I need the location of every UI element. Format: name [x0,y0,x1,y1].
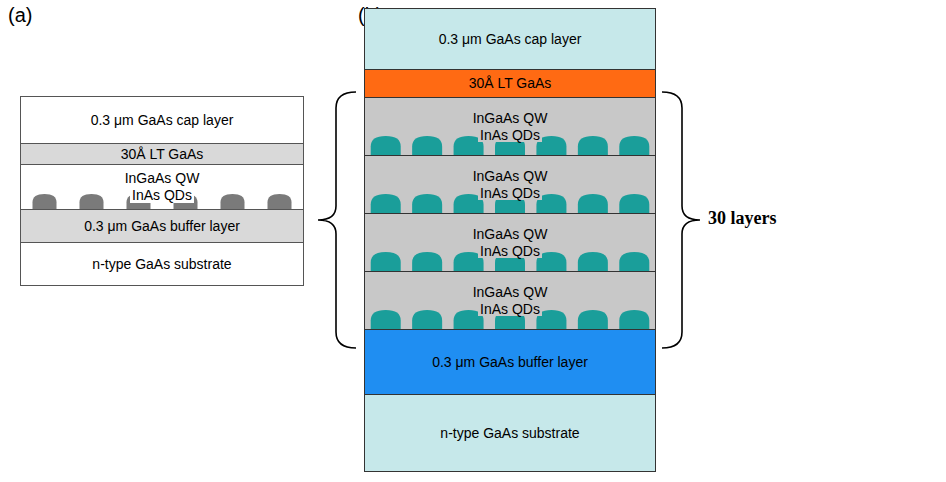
dots-label: InAs QDs [130,188,194,203]
repeat-count: 30 layers [708,208,776,229]
lt-gaas-layer: 30Å LT GaAs [364,69,656,98]
quantum-dots [365,98,655,155]
well-label: InGaAs QW [471,169,550,184]
well-label: InGaAs QW [123,171,202,186]
cap-layer: 0.3 μm GaAs cap layer [364,8,656,70]
quantum-well-layer: InGaAs QW InAs QDs [364,271,656,330]
quantum-well-layer: InGaAs QW InAs QDs [364,213,656,272]
layer-label: 30Å LT GaAs [121,147,204,162]
layer-label: 0.3 μm GaAs buffer layer [432,355,588,370]
quantum-dots [365,156,655,213]
well-label: InGaAs QW [471,111,550,126]
quantum-dot [619,310,649,329]
buffer-layer: 0.3 μm GaAs buffer layer [364,329,656,395]
dots-label: InAs QDs [478,186,542,201]
layer-label: n-type GaAs substrate [440,426,579,441]
quantum-well-layer: InGaAs QW InAs QDs [20,164,304,210]
panel-label: (a) [8,4,32,27]
quantum-dot [221,194,245,209]
layer-label: n-type GaAs substrate [92,257,231,272]
substrate-layer: n-type GaAs substrate [364,394,656,472]
quantum-dot [578,136,608,155]
quantum-dot [412,252,442,271]
quantum-dot [578,252,608,271]
quantum-dot [371,310,401,329]
substrate-layer: n-type GaAs substrate [20,242,304,286]
dots-label: InAs QDs [478,244,542,259]
quantum-dot [33,194,57,209]
right-brace [662,92,700,348]
layer-label: 0.3 μm GaAs cap layer [91,113,234,128]
well-label: InGaAs QW [471,285,550,300]
quantum-dot [80,194,104,209]
quantum-well-layer: InGaAs QW InAs QDs [364,155,656,214]
quantum-dot [412,310,442,329]
layer-label: 0.3 μm GaAs buffer layer [84,219,240,234]
quantum-dot [371,194,401,213]
well-label: InGaAs QW [471,227,550,242]
quantum-dot [371,252,401,271]
dots-label: InAs QDs [478,302,542,317]
cap-layer: 0.3 μm GaAs cap layer [20,96,304,144]
quantum-dot [578,310,608,329]
quantum-dot [619,194,649,213]
lt-gaas-layer: 30Å LT GaAs [20,143,304,165]
quantum-dot [268,194,292,209]
dots-label: InAs QDs [478,128,542,143]
quantum-well-layer: InGaAs QW InAs QDs [364,97,656,156]
layer-label: 0.3 μm GaAs cap layer [439,32,582,47]
layer-label: 30Å LT GaAs [469,76,552,91]
quantum-dot [412,194,442,213]
quantum-dot [619,252,649,271]
quantum-dot [371,136,401,155]
quantum-dots [365,214,655,271]
left-brace [318,92,356,348]
quantum-dots [365,272,655,329]
buffer-layer: 0.3 μm GaAs buffer layer [20,209,304,243]
quantum-dot [578,194,608,213]
quantum-dot [619,136,649,155]
quantum-dot [412,136,442,155]
